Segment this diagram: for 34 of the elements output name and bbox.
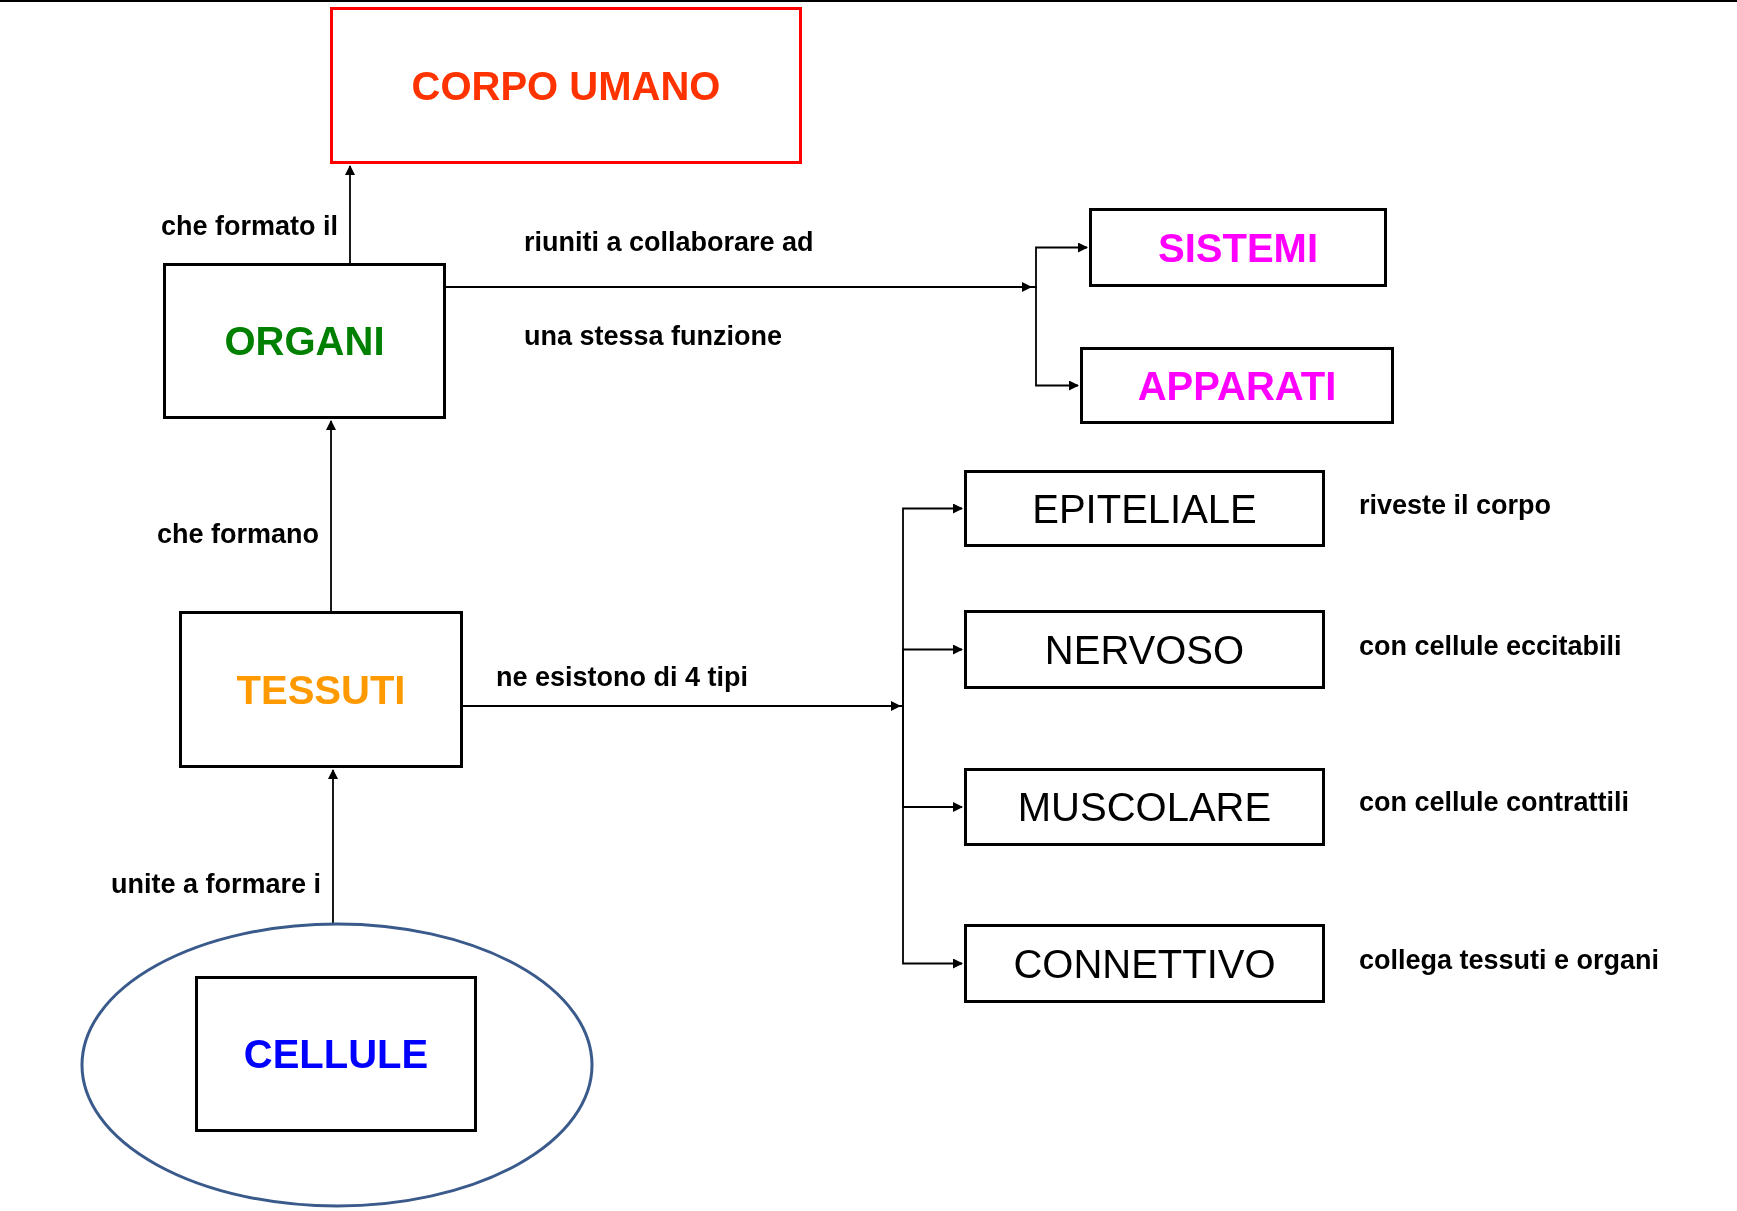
process-box [179,611,463,768]
edge-label: che formano [156,518,319,551]
node-label: APPARATI [1137,362,1337,410]
description-text: con cellule contrattili [1359,786,1630,819]
edge-label: unite a formare i [110,868,321,901]
note-text: una stessa funzione [524,320,783,353]
description-text: collega tessuti e organi [1359,944,1660,977]
description-text: con cellule eccitabili [1359,630,1622,663]
process-box [964,924,1325,1003]
note-text: ne esistono di 4 tipi [496,661,749,694]
process-box [195,976,477,1132]
process-box [964,470,1325,547]
node-label: CONNETTIVO [1013,940,1276,988]
process-box [1080,347,1394,424]
arrow [328,769,338,926]
description-text: riveste il corpo [1359,489,1552,522]
node-label: CORPO UMANO [411,62,721,110]
node-label: NERVOSO [1044,626,1245,674]
node-label: EPITELIALE [1032,485,1257,533]
process-box [163,263,446,419]
edge-label: che formato il [160,210,338,243]
title-box [330,7,802,164]
arrow [345,165,355,265]
node-label: SISTEMI [1158,224,1318,272]
node-label: MUSCOLARE [1017,784,1272,831]
process-box [964,610,1325,689]
note-text: riuniti a collaborare ad [524,226,814,259]
ellipse-shape [80,922,594,1208]
process-box [1089,208,1387,287]
node-label: CELLULE [243,1031,429,1078]
node-label: ORGANI [224,318,385,365]
node-label: TESSUTI [236,666,406,714]
process-box [964,768,1325,846]
arrow [326,420,336,613]
